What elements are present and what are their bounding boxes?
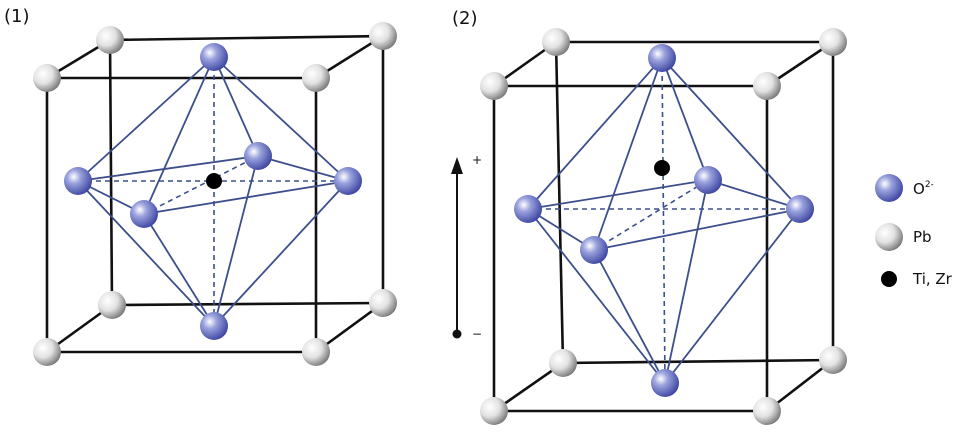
octahedron-edge bbox=[593, 57, 663, 251]
legend-lead-label: Pb bbox=[913, 228, 932, 246]
pb-atom bbox=[369, 289, 397, 317]
octahedron-edge bbox=[593, 249, 666, 384]
octahedron-edge bbox=[661, 57, 709, 181]
octahedron-axis bbox=[593, 179, 709, 251]
legend-lead-icon bbox=[875, 223, 903, 251]
pb-atom bbox=[542, 28, 570, 56]
oxygen-atom bbox=[786, 195, 814, 223]
panel-label-1: (1) bbox=[4, 6, 30, 27]
plus-sign: + bbox=[472, 153, 482, 167]
legend-ti-zr-label: Ti, Zr bbox=[912, 270, 953, 288]
pb-atom bbox=[819, 28, 847, 56]
octahedron-edge bbox=[661, 57, 801, 210]
svg-text:O2-: O2- bbox=[913, 180, 934, 198]
octahedron-edge bbox=[213, 56, 259, 157]
pb-atom bbox=[753, 397, 781, 425]
cube-edge bbox=[109, 34, 384, 42]
ti-zr-atom bbox=[206, 173, 222, 189]
pb-atom bbox=[819, 346, 847, 374]
octahedron-edge bbox=[664, 179, 709, 384]
unit-cell-1 bbox=[33, 22, 397, 366]
octahedron-edge bbox=[143, 213, 215, 327]
oxygen-atom bbox=[694, 166, 722, 194]
pb-atom bbox=[96, 26, 124, 54]
oxygen-atom bbox=[648, 44, 676, 72]
oxygen-atom bbox=[244, 142, 272, 170]
octahedron-axis bbox=[143, 155, 259, 215]
oxygen-atom bbox=[200, 43, 228, 71]
oxygen-atom bbox=[651, 369, 679, 397]
legend-oxygen-icon bbox=[875, 174, 903, 202]
pb-atom bbox=[33, 338, 61, 366]
octahedron-edge bbox=[77, 56, 215, 182]
octahedron-edge bbox=[143, 180, 349, 215]
panel-label-2: (2) bbox=[452, 8, 478, 29]
octahedron-edge bbox=[593, 208, 801, 251]
pb-atom bbox=[98, 291, 126, 319]
oxygen-atom bbox=[514, 195, 542, 223]
octahedron-edge bbox=[77, 180, 215, 327]
octahedron-edge bbox=[257, 155, 349, 182]
cube-edge bbox=[554, 41, 565, 364]
octahedron-edge bbox=[527, 179, 709, 210]
octahedron-edge bbox=[527, 57, 663, 210]
octahedron-edge bbox=[213, 56, 349, 182]
cube-edge bbox=[111, 301, 384, 307]
legend-ti-zr-icon bbox=[881, 271, 897, 287]
oxygen-atom bbox=[200, 312, 228, 340]
pb-atom bbox=[369, 22, 397, 50]
octahedron-edge bbox=[707, 179, 801, 210]
octahedron-edge bbox=[527, 208, 666, 384]
minus-sign: − bbox=[472, 327, 482, 341]
pb-atom bbox=[549, 349, 577, 377]
pb-atom bbox=[753, 72, 781, 100]
polarization-arrow bbox=[451, 157, 463, 339]
pb-atom bbox=[480, 72, 508, 100]
oxygen-atom bbox=[64, 167, 92, 195]
legend: O2- Pb Ti, Zr bbox=[875, 174, 953, 288]
octahedron-edge bbox=[664, 208, 801, 384]
octahedron-edge bbox=[213, 180, 349, 327]
cube-edge bbox=[108, 39, 114, 306]
oxygen-atom bbox=[130, 200, 158, 228]
legend-oxygen-label: O bbox=[913, 180, 925, 198]
ti-zr-atom bbox=[654, 160, 670, 176]
oxygen-atom bbox=[580, 236, 608, 264]
unit-cell-2 bbox=[480, 28, 847, 425]
cube-edge bbox=[493, 361, 564, 413]
octahedron-edge bbox=[213, 155, 259, 327]
pb-atom bbox=[33, 64, 61, 92]
octahedron-axis bbox=[661, 57, 666, 384]
oxygen-atom bbox=[334, 167, 362, 195]
octahedron-edge bbox=[77, 155, 259, 182]
cube-edge bbox=[562, 358, 834, 365]
pb-atom bbox=[302, 338, 330, 366]
pb-atom bbox=[302, 64, 330, 92]
octahedron-edge bbox=[143, 56, 215, 215]
legend-oxygen-charge: 2- bbox=[925, 180, 934, 190]
pb-atom bbox=[480, 397, 508, 425]
